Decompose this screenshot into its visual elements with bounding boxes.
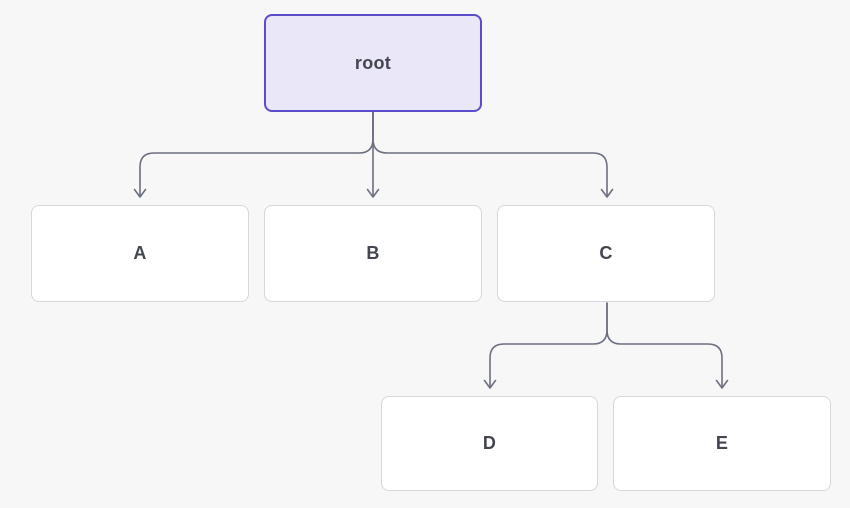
node-b[interactable]: B: [264, 205, 482, 302]
arrowhead-b-icon: [366, 188, 380, 198]
arrowhead-e-icon: [715, 379, 729, 389]
node-c-label: C: [599, 243, 613, 263]
node-root-label: root: [354, 52, 392, 73]
node-a[interactable]: A: [31, 205, 249, 302]
node-e-label: E: [715, 433, 729, 453]
node-d[interactable]: D: [381, 396, 598, 491]
edge-c-d: [483, 302, 608, 389]
edge-root-b: [366, 111, 380, 198]
node-d-label: D: [482, 433, 497, 453]
edge-c-e: [606, 302, 729, 389]
edge-root-c: [372, 111, 614, 198]
arrowhead-c-icon: [600, 188, 614, 198]
arrowhead-d-icon: [483, 379, 497, 389]
node-a-label: A: [133, 243, 147, 263]
node-c[interactable]: C: [497, 205, 715, 302]
node-e[interactable]: E: [613, 396, 831, 491]
node-b-label: B: [366, 243, 380, 263]
edge-root-a: [133, 111, 374, 198]
arrowhead-a-icon: [133, 188, 147, 198]
node-root[interactable]: root: [264, 14, 482, 112]
